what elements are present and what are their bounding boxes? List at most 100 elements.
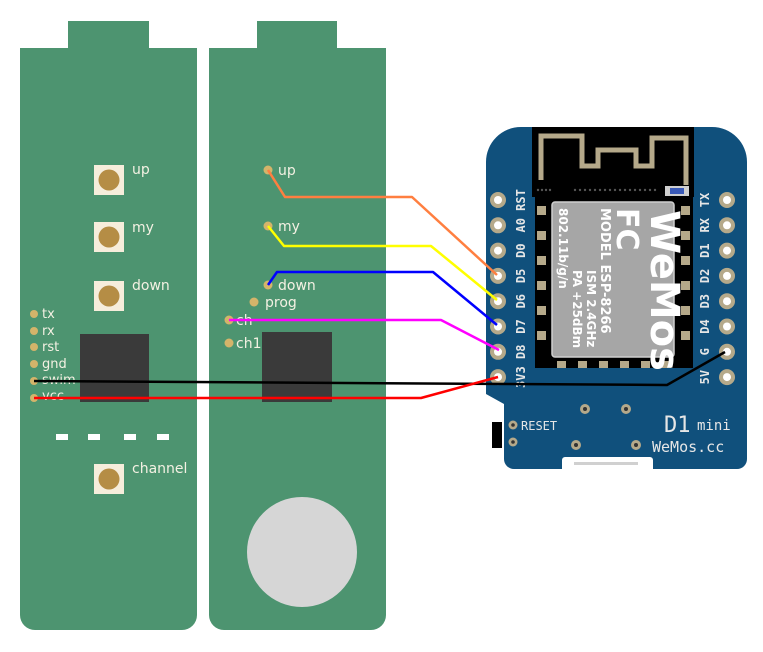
wire-gnd-to-g[interactable] xyxy=(33,350,726,387)
d1-pin-5v[interactable]: 5V xyxy=(698,369,735,386)
wires xyxy=(33,169,726,400)
d1-pin-label: D4 xyxy=(698,319,712,333)
d1-pin-d8[interactable]: D8 xyxy=(490,343,528,360)
d1-pin-label: D3 xyxy=(698,294,712,308)
pin-hole xyxy=(494,221,502,230)
d1-pin-label: RST xyxy=(514,189,528,211)
remote-left-board xyxy=(20,21,197,630)
header-pin-rx-label: rx xyxy=(42,324,55,339)
d1-pin-a0[interactable]: A0 xyxy=(490,217,528,234)
d1-pin-label: 5V xyxy=(698,370,712,384)
d1-pin-d1[interactable]: D1 xyxy=(698,242,735,259)
d1-mini-board: WeMos MODEL ESP-8266 ISM 2.4GHz PA +25dB… xyxy=(486,127,747,469)
pad-ch1[interactable]: ch1 xyxy=(224,336,262,352)
button-my[interactable]: my xyxy=(94,220,154,252)
header-pin-rst[interactable]: rst xyxy=(30,340,59,355)
d1-pin-d7[interactable]: D7 xyxy=(490,318,528,335)
header-pin-vcc-label: vcc xyxy=(42,389,64,404)
reset-button[interactable] xyxy=(492,422,502,448)
header-pin-gnd[interactable]: gnd xyxy=(30,357,67,372)
d1-pin-label: D7 xyxy=(514,319,528,333)
d1-pin-label: D0 xyxy=(514,243,528,257)
d1-pin-label: 3V3 xyxy=(514,366,528,388)
module-model-line: MODEL ESP-8266 xyxy=(597,208,612,334)
button-channel-label: channel xyxy=(132,461,187,477)
button-channel[interactable]: channel xyxy=(94,461,187,494)
led-indicators xyxy=(56,434,169,440)
d1-pin-d2[interactable]: D2 xyxy=(698,267,735,284)
antenna-vias xyxy=(536,188,657,192)
remote-left-pcb: up my down channel tx xyxy=(20,21,197,630)
pin-hole xyxy=(723,297,731,306)
wire-up-to-d5[interactable] xyxy=(266,169,498,276)
esp-module-markings: WeMos MODEL ESP-8266 ISM 2.4GHz PA +25dB… xyxy=(556,208,687,371)
remote-left-chip xyxy=(80,334,149,402)
pin-hole xyxy=(723,322,731,331)
d1-pin-d0[interactable]: D0 xyxy=(490,242,528,259)
wemos-url-label: WeMos.cc xyxy=(652,438,724,456)
remote-right-chip xyxy=(262,332,332,402)
button-down-label: down xyxy=(132,278,170,294)
pad-down-label: down xyxy=(278,278,316,294)
mini-label: mini xyxy=(697,418,731,434)
fcc-logo: FC xyxy=(609,208,644,251)
pin-hole xyxy=(723,373,731,382)
button-down[interactable]: down xyxy=(94,278,170,311)
d1-pin-label: D5 xyxy=(514,269,528,283)
d1-pin-label: D6 xyxy=(514,294,528,308)
pad-up-label: up xyxy=(278,163,296,179)
pad-my-label: my xyxy=(278,219,300,235)
wire-ch-to-d8[interactable] xyxy=(229,318,500,352)
usb-slot xyxy=(574,462,638,465)
d1-pin-label: D2 xyxy=(698,269,712,283)
module-castellations xyxy=(537,206,690,368)
pad-ch1-label: ch1 xyxy=(236,336,261,352)
d1-pin-rx[interactable]: RX xyxy=(698,217,735,234)
module-ism-line: ISM 2.4GHz xyxy=(584,270,598,347)
remote-right-pcb: up my down prog ch ch1 xyxy=(209,21,386,630)
d1-pin-label: TX xyxy=(698,192,712,207)
d1-pin-tx[interactable]: TX xyxy=(698,192,735,208)
button-up-label: up xyxy=(132,162,150,178)
button-my-label: my xyxy=(132,220,154,236)
mounting-pads xyxy=(571,404,641,450)
pin-hole xyxy=(494,246,502,255)
d1-pin-label: D1 xyxy=(698,243,712,257)
button-up[interactable]: up xyxy=(94,162,150,195)
pad-prog-label: prog xyxy=(265,295,297,311)
wire-my-to-d6[interactable] xyxy=(267,225,498,301)
header-pin-rst-label: rst xyxy=(42,340,59,355)
header-pin-rx[interactable]: rx xyxy=(30,324,55,339)
d1-pin-label: D8 xyxy=(514,345,528,359)
header-pin-gnd-label: gnd xyxy=(42,357,67,372)
battery-holder xyxy=(247,497,357,607)
reset-pad xyxy=(508,420,518,447)
pin-hole xyxy=(494,196,502,204)
header-pin-tx-label: tx xyxy=(42,307,55,322)
pad-prog[interactable]: prog xyxy=(249,295,297,311)
module-brand: WeMos xyxy=(641,210,687,371)
d1-pin-rst[interactable]: RST xyxy=(490,189,528,211)
remote-right-board xyxy=(209,21,386,630)
d1-pin-label: G xyxy=(698,348,712,355)
d1-label: D1 xyxy=(664,413,691,438)
pin-hole xyxy=(723,271,731,280)
wire-vcc-to-3v3[interactable] xyxy=(34,375,499,400)
d1-pin-d4[interactable]: D4 xyxy=(698,318,735,335)
module-pa-line: PA +25dBm xyxy=(570,270,584,348)
reset-label: RESET xyxy=(521,419,557,433)
wire-down-to-d7[interactable] xyxy=(266,270,498,326)
d1-pin-label: A0 xyxy=(514,218,528,232)
smd-led-body xyxy=(670,188,684,194)
header-pin-tx[interactable]: tx xyxy=(30,307,55,322)
d1-pin-label: RX xyxy=(698,217,712,232)
pin-hole xyxy=(723,347,731,356)
esp-8266-shield xyxy=(551,201,675,358)
pin-hole xyxy=(723,246,731,255)
pcb-antenna xyxy=(538,133,689,185)
d1-pin-g[interactable]: G xyxy=(698,343,735,360)
d1-pin-d3[interactable]: D3 xyxy=(698,293,735,310)
pin-hole xyxy=(723,196,731,204)
